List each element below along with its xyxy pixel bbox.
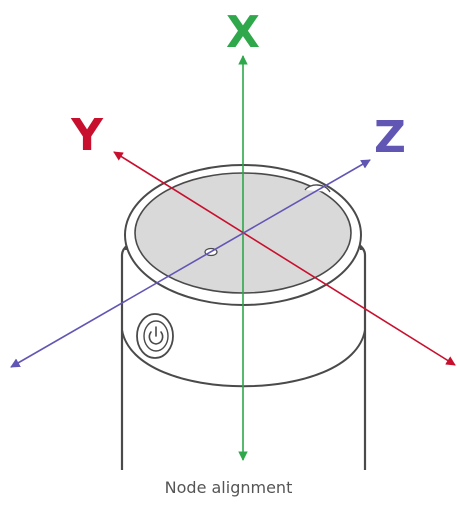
diagram-caption: Node alignment	[164, 478, 293, 497]
y-axis-label: Y	[70, 110, 104, 161]
z-axis-label: Z	[374, 112, 406, 163]
power-button[interactable]	[136, 313, 174, 359]
z-axis-line	[10, 159, 371, 368]
x-axis-label: X	[226, 7, 260, 58]
